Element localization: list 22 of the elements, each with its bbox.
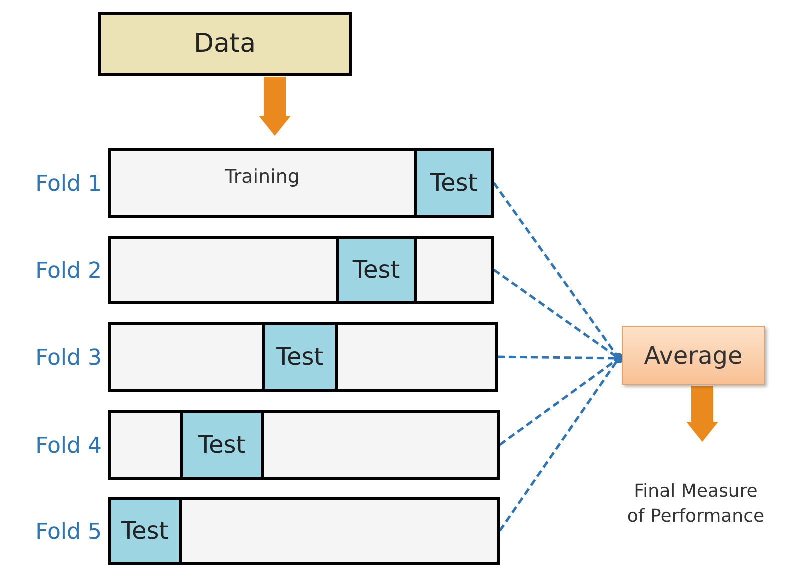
block-arrow bbox=[686, 386, 718, 442]
test-segment: Test bbox=[414, 148, 494, 218]
test-segment: Test bbox=[262, 322, 338, 392]
fold-label: Fold 1 bbox=[34, 171, 102, 199]
fold-label: Fold 4 bbox=[34, 433, 102, 461]
training-label: Training bbox=[224, 165, 301, 190]
test-segment: Test bbox=[180, 410, 264, 480]
test-segment: Test bbox=[108, 497, 182, 565]
data-box: Data bbox=[98, 12, 352, 76]
fold-label: Fold 3 bbox=[34, 345, 102, 373]
fold-label: Fold 5 bbox=[34, 519, 102, 547]
fold-bar bbox=[108, 410, 500, 480]
fold-label: Fold 2 bbox=[34, 258, 102, 286]
fold-bar bbox=[108, 497, 500, 565]
result-text: Final Measure of Performance bbox=[627, 456, 765, 552]
fold-bar bbox=[108, 236, 494, 304]
fold-bar bbox=[108, 322, 498, 392]
average-box: Average bbox=[622, 326, 765, 385]
fold-bar bbox=[108, 148, 494, 218]
dashed-connector bbox=[498, 354, 624, 532]
test-segment: Test bbox=[336, 236, 417, 304]
block-arrow bbox=[259, 77, 291, 136]
